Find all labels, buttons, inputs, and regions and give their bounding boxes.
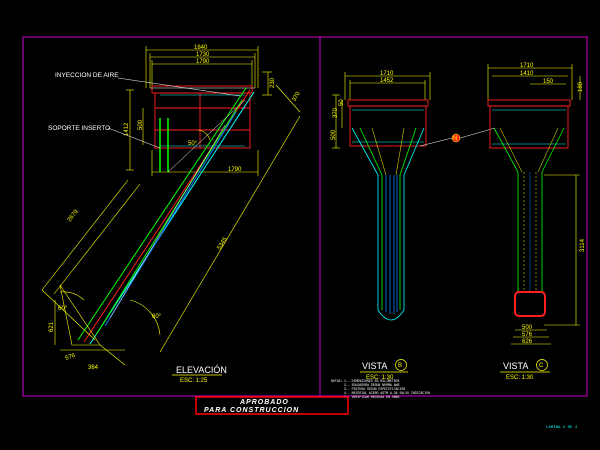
dim-500: 500 [138, 119, 144, 130]
vista-c-marker-circle [536, 359, 548, 371]
dim-230: 230 [270, 77, 276, 88]
notes-line-2: 2.- SOLDADURA SEGUN NORMA AWS [344, 383, 400, 387]
vista-b-marker-circle [395, 359, 407, 371]
vista-b-marker: B [398, 363, 402, 369]
vista-b-dim-1710: 1710 [380, 71, 394, 77]
vista-c-dim-3114: 3114 [580, 238, 586, 252]
vista-b-dim-370: 370 [333, 107, 339, 118]
callout-n: N [419, 127, 496, 147]
vista-c-dim-1410: 1410 [520, 71, 534, 77]
angle-50: 50° [188, 141, 198, 147]
drawing-frame [22, 36, 588, 397]
dim-621: 621 [49, 321, 55, 332]
elevation-view: 1840 1730 1790 230 370 1412 500 1790 [41, 45, 303, 384]
dim-1840: 1840 [194, 45, 208, 51]
notes-line-1: 1.- DIMENSIONES EN MILIMETROS [344, 379, 400, 383]
vista-c-dim-626: 626 [522, 339, 533, 345]
vista-b-title: VISTA [362, 361, 387, 371]
dim-576: 576 [65, 353, 77, 362]
vista-b-dim-1452: 1452 [380, 78, 394, 84]
notes-line-5: 5.- VERIFICAR MEDIDAS EN OBRA [344, 395, 400, 399]
notes-heading: NOTAS: [331, 379, 343, 383]
label-support-insert: SOPORTE INSERTO [48, 125, 110, 132]
vista-c-marker: C [539, 363, 544, 369]
vista-b-dim-500: 500 [331, 129, 337, 140]
angle-60-right: 60° [152, 314, 162, 320]
elevation-title: ELEVACIÓN [176, 365, 227, 375]
dim-370: 370 [292, 90, 303, 102]
dim-1790-bottom: 1790 [228, 167, 242, 173]
vista-c-dim-576: 576 [522, 332, 533, 338]
stamp-line-2: PARA CONSTRUCCION [204, 407, 299, 414]
label-air-injection: INYECCION DE AIRE [55, 72, 119, 79]
vista-c-title: VISTA [503, 361, 528, 371]
stamp-line-1: APROBADO [239, 399, 289, 406]
vista-b-view: 1710 1452 370 50 500 [331, 71, 431, 381]
callout-marker: N [453, 136, 457, 142]
dim-364: 364 [88, 365, 99, 371]
vista-c-dim-180: 180 [578, 81, 584, 92]
vista-b-scale: ESC: 1:30 [366, 375, 394, 381]
vista-c-view: 1710 1410 150 180 3114 500 576 626 [487, 63, 586, 381]
dim-1412: 1412 [124, 122, 130, 136]
dim-1730: 1730 [196, 52, 210, 58]
vista-c-dim-150: 150 [543, 79, 554, 85]
notes-line-4: 4.- MATERIAL ACERO ASTM A-36 SALVO INDIC… [344, 391, 430, 395]
elevation-scale: ESC: 1:25 [180, 378, 208, 384]
vista-c-dim-1710: 1710 [520, 63, 534, 69]
vista-c-dim-500: 500 [522, 325, 533, 331]
sheet-code: LAMINA 2 DE 4 [546, 426, 578, 430]
vista-c-scale: ESC: 1:30 [506, 375, 534, 381]
notes-block: NOTAS: 1.- DIMENSIONES EN MILIMETROS 2.-… [331, 379, 430, 399]
dim-1790-top: 1790 [196, 59, 210, 65]
approval-stamp: APROBADO PARA CONSTRUCCION [195, 396, 349, 415]
angle-60-left: 60° [58, 306, 68, 312]
notes-line-3: 3.- PINTURA SEGUN ESPECIFICACION [344, 387, 405, 391]
vista-b-dim-50: 50 [339, 99, 345, 106]
